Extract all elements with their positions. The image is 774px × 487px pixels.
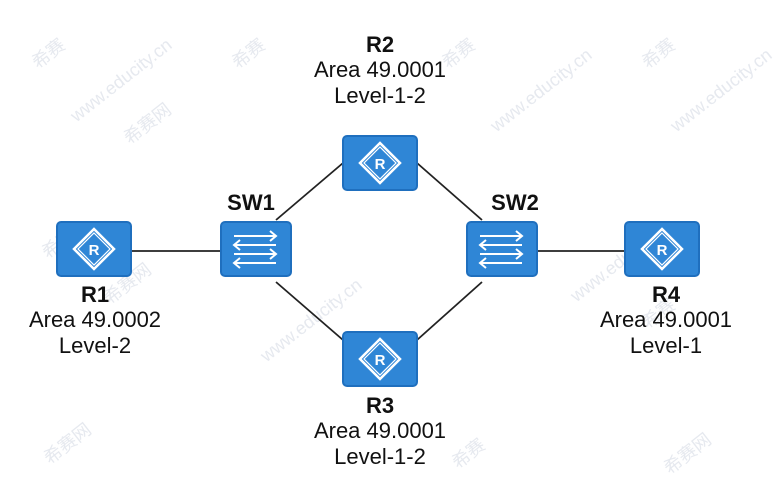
switch-icon xyxy=(466,221,538,277)
r2-area: Area 49.0001 xyxy=(313,57,447,83)
r1-label: R1 Area 49.0002 Level-2 xyxy=(0,282,190,358)
router-r1[interactable]: R xyxy=(56,221,132,277)
svg-text:R: R xyxy=(89,242,100,259)
r3-area: Area 49.0001 xyxy=(313,418,447,444)
r3-label: R3 Area 49.0001 Level-1-2 xyxy=(280,393,480,469)
r1-name: R1 xyxy=(80,282,110,307)
svg-text:R: R xyxy=(375,156,386,173)
r4-label: R4 Area 49.0001 Level-1 xyxy=(566,282,766,358)
r1-area: Area 49.0002 xyxy=(28,307,162,333)
link-r3-sw2 xyxy=(416,281,483,341)
r4-name: R4 xyxy=(651,282,681,307)
sw2-name: SW2 xyxy=(491,190,539,215)
r2-name: R2 xyxy=(365,32,395,57)
switch-sw1[interactable] xyxy=(220,221,292,277)
router-r4[interactable]: R xyxy=(624,221,700,277)
router-r3[interactable]: R xyxy=(342,331,418,387)
router-icon: R xyxy=(56,221,132,277)
router-icon: R xyxy=(342,331,418,387)
sw1-label: SW1 xyxy=(196,190,306,215)
svg-text:R: R xyxy=(657,242,668,259)
r3-name: R3 xyxy=(365,393,395,418)
sw2-label: SW2 xyxy=(460,190,570,215)
link-sw1-r2 xyxy=(275,162,344,221)
router-r2[interactable]: R xyxy=(342,135,418,191)
r4-level: Level-1 xyxy=(629,332,703,358)
link-sw1-r3 xyxy=(275,281,344,341)
r1-level: Level-2 xyxy=(58,332,132,358)
router-icon: R xyxy=(342,135,418,191)
router-icon: R xyxy=(624,221,700,277)
r2-label: R2 Area 49.0001 Level-1-2 xyxy=(280,32,480,108)
r4-area: Area 49.0001 xyxy=(599,307,733,333)
switch-sw2[interactable] xyxy=(466,221,538,277)
switch-icon xyxy=(220,221,292,277)
sw1-name: SW1 xyxy=(227,190,275,215)
r3-level: Level-1-2 xyxy=(334,443,426,469)
svg-text:R: R xyxy=(375,352,386,369)
link-r2-sw2 xyxy=(416,162,483,221)
r2-level: Level-1-2 xyxy=(334,82,426,108)
